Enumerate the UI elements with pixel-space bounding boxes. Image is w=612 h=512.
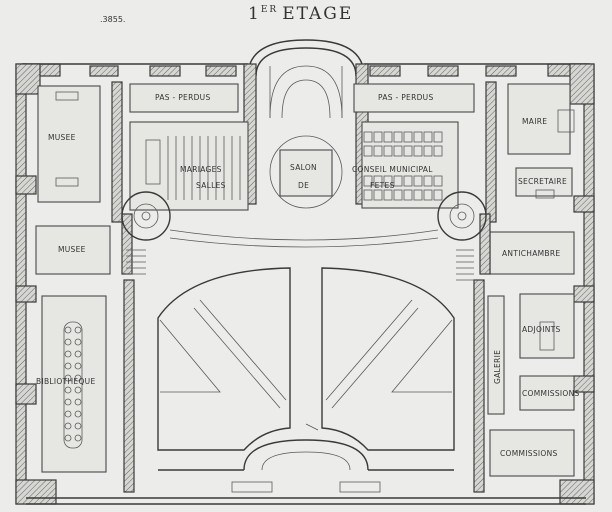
svg-text:MUSEE: MUSEE	[48, 133, 76, 142]
courtyard-garden	[157, 267, 455, 493]
svg-text:ANTICHAMBRE: ANTICHAMBRE	[502, 249, 560, 258]
room-adjoints: ADJOINTS	[519, 293, 575, 359]
room-antichambre: ANTICHAMBRE	[489, 231, 575, 275]
svg-text:COMMISSIONS: COMMISSIONS	[500, 449, 558, 458]
room-musee-bottom: MUSEE	[35, 225, 111, 275]
svg-text:COMMISSIONS: COMMISSIONS	[522, 389, 580, 398]
svg-text:GALERIE: GALERIE	[493, 350, 502, 384]
room-secretaire: SECRETAIRE	[515, 167, 573, 199]
svg-text:DE: DE	[298, 181, 309, 190]
room-maire: MAIRE	[507, 83, 575, 155]
svg-text:ADJOINTS: ADJOINTS	[522, 325, 561, 334]
room-pas-perdus-left: PAS - PERDUS	[129, 83, 239, 113]
terrace	[169, 229, 439, 248]
room-galerie: GALERIE	[487, 295, 505, 415]
room-pas-perdus-right: PAS - PERDUS	[353, 83, 475, 113]
interior-walls	[111, 81, 497, 493]
svg-text:PAS - PERDUS: PAS - PERDUS	[378, 93, 434, 102]
outer-walls	[15, 63, 595, 505]
reference-number: .3855.	[100, 15, 125, 24]
room-commissions-2: COMMISSIONS	[489, 429, 575, 477]
room-salles-mariages: MARIAGES SALLES	[129, 121, 249, 211]
svg-text:SALON: SALON	[290, 163, 317, 172]
room-salon: SALON DE	[279, 149, 333, 197]
spiral-stair-left	[121, 191, 171, 275]
spiral-stair-right	[437, 191, 487, 281]
svg-text:MARIAGES: MARIAGES	[180, 165, 222, 174]
svg-text:FETES: FETES	[370, 181, 395, 190]
room-commissions-1: COMMISSIONS	[519, 375, 580, 411]
svg-text:MAIRE: MAIRE	[522, 117, 547, 126]
room-bibliotheque: BIBLIOTHEQUE	[36, 295, 107, 473]
svg-text:CONSEIL MUNICIPAL: CONSEIL MUNICIPAL	[352, 165, 433, 174]
svg-text:SALLES: SALLES	[196, 181, 226, 190]
room-conseil-municipal: CONSEIL MUNICIPAL FETES	[352, 121, 459, 209]
svg-text:PAS - PERDUS: PAS - PERDUS	[155, 93, 211, 102]
svg-text:MUSEE: MUSEE	[58, 245, 86, 254]
svg-text:SECRETAIRE: SECRETAIRE	[518, 177, 567, 186]
room-musee-top: MUSEE	[37, 85, 101, 203]
svg-text:BIBLIOTHEQUE: BIBLIOTHEQUE	[36, 377, 96, 386]
